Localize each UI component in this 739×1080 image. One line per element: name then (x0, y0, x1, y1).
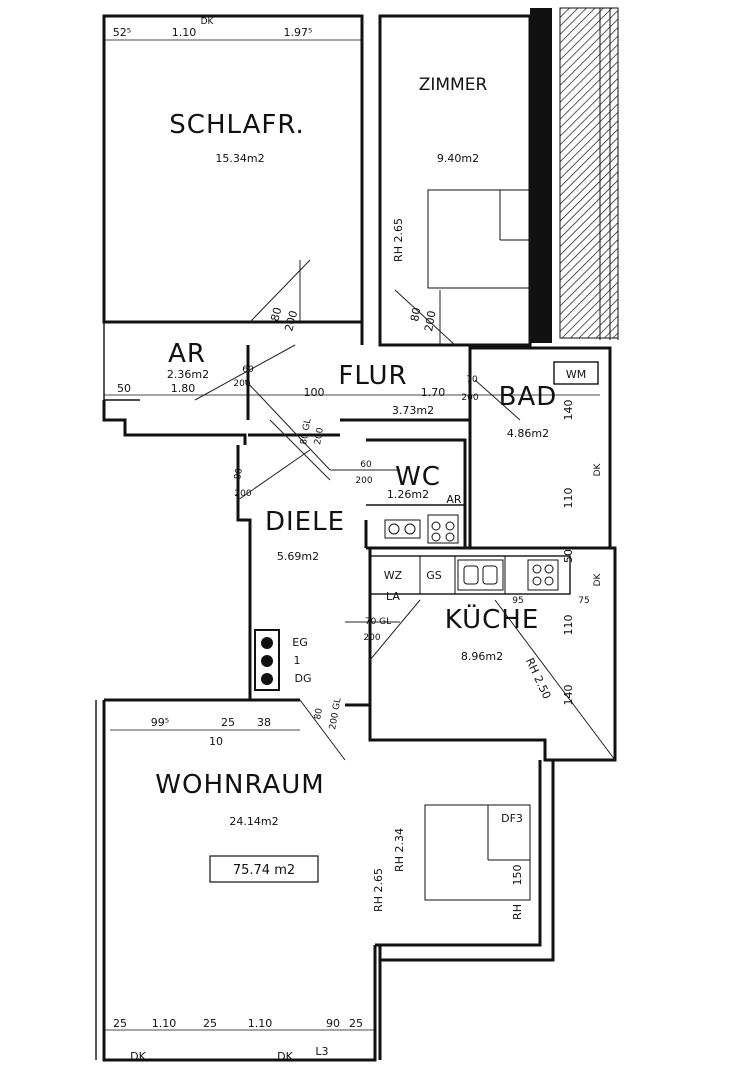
dim-bad-140: 140 (562, 400, 575, 421)
room-label-ar: AR (168, 339, 206, 369)
dim-diele-200: 200 (234, 489, 251, 499)
room-area-flur: 3.73m2 (392, 404, 434, 417)
dim-kue-95: 95 (512, 596, 523, 606)
dim-flur-170: 1.70 (421, 386, 446, 399)
room-area-zimmer: 9.40m2 (437, 152, 479, 165)
fixture-la: LA (386, 590, 400, 603)
room-area-wc: 1.26m2 (387, 488, 429, 501)
door-swings (194, 259, 616, 761)
dim-wohn-10: 10 (209, 735, 223, 748)
dim-bot-l3: L3 (315, 1045, 328, 1058)
window-pillar (530, 8, 552, 343)
dim-door-200-flur: 200 (313, 427, 326, 446)
dim-bot-25b: 25 (203, 1017, 217, 1030)
dim-rh-150: 150 (511, 865, 524, 886)
df3-window (424, 804, 531, 901)
dim-top-110: 1.10 (172, 26, 197, 39)
dim-wohn-25: 25 (221, 716, 235, 729)
room-area-ar: 2.36m2 (167, 368, 209, 381)
dim-kue-dk: DK (593, 572, 603, 586)
dim-door-60: 60 (242, 365, 254, 375)
dim-rh-label: RH (511, 904, 524, 920)
dim-kue-75: 75 (578, 596, 589, 606)
dim-wohn-995: 99⁵ (151, 716, 169, 729)
room-label-wohnraum: WOHNRAUM (155, 770, 324, 800)
dim-door-80-wohn: 80 (313, 707, 325, 720)
room-label-zimmer: ZIMMER (419, 75, 488, 95)
dim-bot-dk-a: DK (130, 1050, 146, 1063)
dim-door-200-a: 200 (282, 309, 300, 333)
dim-bot-25a: 25 (113, 1017, 127, 1030)
fixture-gs: GS (426, 569, 442, 582)
dim-bot-110b: 1.10 (248, 1017, 273, 1030)
room-area-schlafr: 15.34m2 (215, 152, 264, 165)
fixture-eg: EG (292, 636, 307, 649)
dim-door-80-b: 80 (408, 306, 423, 322)
dim-bot-110a: 1.10 (152, 1017, 177, 1030)
dim-rh-zimmer: RH 2.65 (392, 218, 405, 262)
dim-flur-200: 200 (461, 393, 478, 403)
fixture-ar-small: AR (446, 493, 462, 506)
dim-bot-25c: 25 (349, 1017, 363, 1030)
dim-ar-180: 1.80 (171, 382, 196, 395)
fixture-wm: WM (566, 368, 586, 381)
fixture-dg: DG (295, 672, 312, 685)
walls (95, 14, 617, 1062)
dimension-lines (104, 39, 600, 1031)
room-label-kueche: KÜCHE (445, 603, 540, 635)
total-area: 75.74 m2 (233, 863, 295, 878)
room-label-flur: FLUR (338, 361, 407, 391)
dim-gl-70: 70 GL (365, 617, 391, 627)
dim-wohn-38: 38 (257, 716, 271, 729)
dim-bad-dk: DK (593, 462, 603, 476)
room-area-diele: 5.69m2 (277, 550, 319, 563)
dim-top-197: 1.97⁵ (284, 26, 313, 39)
dim-rh-wohn: RH 2.65 (372, 868, 385, 912)
dim-top-left: 52⁵ (113, 26, 131, 39)
dim-bad-110: 110 (562, 488, 575, 509)
room-label-bad: BAD (499, 382, 558, 412)
dim-rh-234: RH 2.34 (393, 828, 406, 872)
room-area-kueche: 8.96m2 (461, 650, 503, 663)
balcony-facade (559, 7, 619, 340)
dim-door-80gl: 80 GL (299, 418, 313, 446)
dim-door-200-ar: 200 (233, 379, 250, 389)
dim-top-dk: DK (201, 17, 215, 27)
dim-door-200-b: 200 (422, 310, 438, 333)
dim-door-80-a: 80 (268, 306, 284, 323)
dim-bad-50: 50 (562, 549, 575, 563)
dim-bot-dk-b: DK (277, 1050, 293, 1063)
dim-flur-100: 100 (304, 386, 325, 399)
room-label-diele: DIELE (265, 507, 345, 537)
total-area-box (209, 855, 319, 883)
dim-wc-200: 200 (355, 476, 372, 486)
dim-bot-90: 90 (326, 1017, 340, 1030)
dim-kue-140: 140 (562, 685, 575, 706)
dim-diele-80: 80 (233, 467, 245, 480)
fixture-wz: WZ (384, 569, 403, 582)
dim-ar-50: 50 (117, 382, 131, 395)
room-label-schlafr: SCHLAFR. (169, 110, 304, 140)
room-label-wc: WC (395, 462, 441, 492)
dim-kue-110: 110 (562, 615, 575, 636)
room-area-bad: 4.86m2 (507, 427, 549, 440)
dim-rh-kueche: RH 2.50 (523, 656, 553, 701)
zimmer-bed (427, 189, 547, 289)
fixture-floor-1: 1 (294, 654, 301, 667)
dim-gl-200: 200 (363, 633, 380, 643)
dim-flur-70: 70 (466, 375, 478, 385)
dim-door-200gl-wohn: 200 GL (328, 697, 343, 730)
room-area-wohnraum: 24.14m2 (229, 815, 278, 828)
appliances (384, 514, 559, 594)
fixture-df3: DF3 (501, 812, 523, 825)
dim-wc-60: 60 (360, 460, 372, 470)
meter-panel (254, 629, 280, 691)
